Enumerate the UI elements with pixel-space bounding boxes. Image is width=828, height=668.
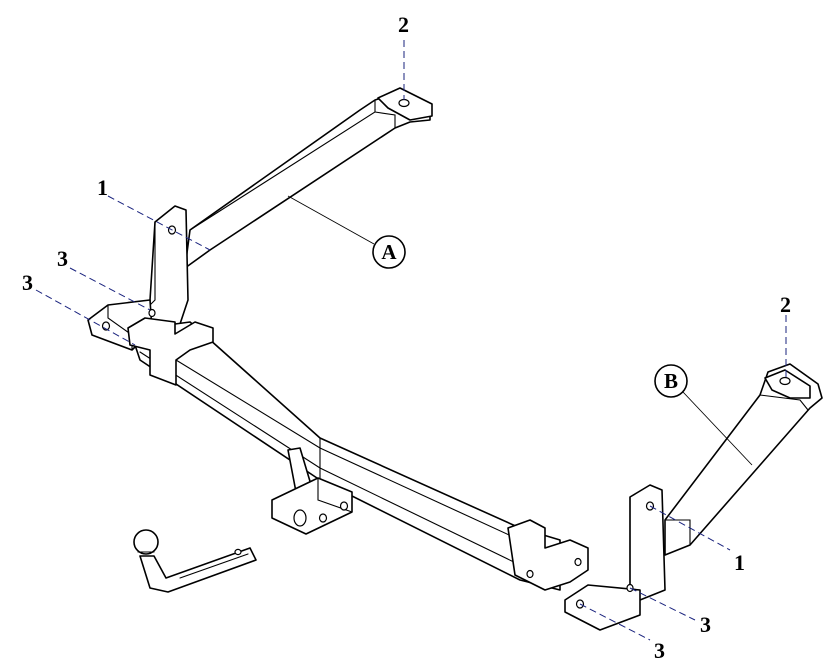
label-1-right: 1 xyxy=(734,550,745,575)
label-3-right-upper: 3 xyxy=(700,612,711,637)
hitch-receiver xyxy=(271,447,353,535)
bracket-a xyxy=(87,87,433,351)
callout-b-label: B xyxy=(664,369,678,393)
label-3-right-lower: 3 xyxy=(654,638,665,663)
tow-ball xyxy=(133,529,257,593)
label-2-right: 2 xyxy=(780,292,791,317)
part-number-labels: 2 1 3 3 2 1 3 3 xyxy=(22,12,791,663)
label-1-left: 1 xyxy=(97,175,108,200)
callout-b: B xyxy=(654,364,753,466)
label-2-top: 2 xyxy=(398,12,409,37)
callout-a: A xyxy=(287,195,406,269)
label-3-left-upper: 3 xyxy=(57,246,68,271)
bolt-axes xyxy=(35,40,787,641)
bracket-b xyxy=(526,363,823,631)
label-3-left-lower: 3 xyxy=(22,270,33,295)
callout-a-label: A xyxy=(381,240,397,264)
cross-beam xyxy=(127,317,589,591)
